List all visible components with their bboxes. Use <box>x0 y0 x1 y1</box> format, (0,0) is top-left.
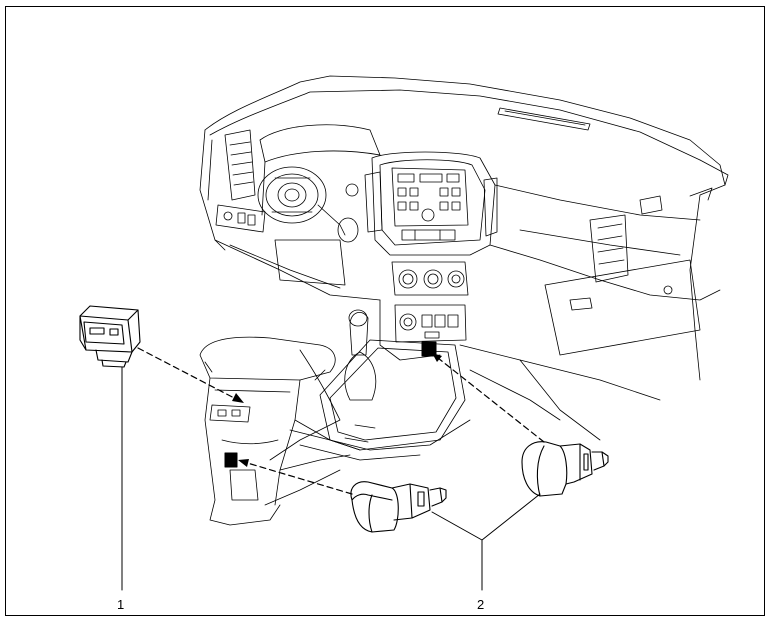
dashboard <box>199 75 729 461</box>
installation-arrows <box>137 347 545 495</box>
usb-module-part <box>79 305 141 368</box>
callout-1-label: 1 <box>117 597 125 612</box>
armrest-console <box>199 336 361 526</box>
charger-socket-lower <box>350 481 447 533</box>
arrow-heads <box>232 353 442 467</box>
leader-lines <box>121 366 541 591</box>
charger-socket-upper <box>521 441 609 497</box>
callout-2-label: 2 <box>477 597 485 612</box>
